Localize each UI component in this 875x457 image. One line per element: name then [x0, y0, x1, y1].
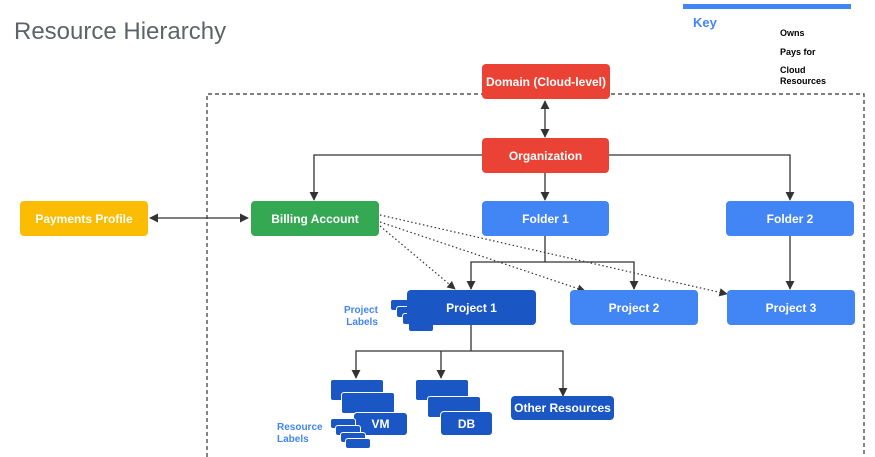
project1-resources-line	[355, 324, 564, 395]
resource-labels-text: Resource Labels	[277, 422, 323, 446]
payments-profile-node[interactable]: Payments Profile	[20, 201, 148, 236]
billing-pays-project2	[379, 221, 586, 293]
domain-node[interactable]: Domain (Cloud-level)	[482, 64, 610, 99]
resource-labels-line1: Resource	[277, 422, 323, 433]
folder2-node[interactable]: Folder 2	[726, 201, 854, 236]
key-cloud-line1: Cloud	[780, 65, 806, 75]
legend-key: Key Owns Pays for Cloud Resources	[683, 4, 851, 86]
org-billing-line	[309, 154, 482, 201]
key-owns-label: Owns	[780, 28, 805, 38]
project2-node[interactable]: Project 2	[570, 290, 698, 325]
page-title: Resource Hierarchy	[14, 18, 227, 45]
project-labels-line2: Labels	[346, 317, 378, 328]
key-pays-label: Pays for	[780, 47, 816, 57]
org-folder2-line	[609, 154, 795, 201]
key-cloud-line2: Resources	[780, 76, 827, 86]
resource-label-card	[345, 438, 371, 449]
key-cloud-label: Cloud Resources	[780, 65, 826, 87]
vm-card	[341, 392, 395, 414]
billing-account-node[interactable]: Billing Account	[251, 201, 379, 236]
cloud-boundary	[206, 93, 865, 457]
folder1-projects-line	[470, 235, 635, 289]
project3-node[interactable]: Project 3	[727, 290, 855, 325]
project-labels-text: Project Labels	[344, 305, 378, 329]
db-node[interactable]: DB	[440, 411, 493, 436]
project-labels-line1: Project	[344, 305, 378, 316]
billing-pays-project1	[379, 225, 456, 290]
other-resources-node[interactable]: Other Resources	[511, 396, 614, 420]
resource-labels-line2: Labels	[277, 434, 309, 445]
key-accent-bar	[683, 4, 851, 9]
billing-pays-project3	[379, 214, 728, 297]
project1-node[interactable]: Project 1	[407, 290, 536, 325]
organization-node[interactable]: Organization	[482, 138, 609, 173]
key-title: Key	[693, 15, 717, 30]
folder1-node[interactable]: Folder 1	[482, 201, 609, 236]
